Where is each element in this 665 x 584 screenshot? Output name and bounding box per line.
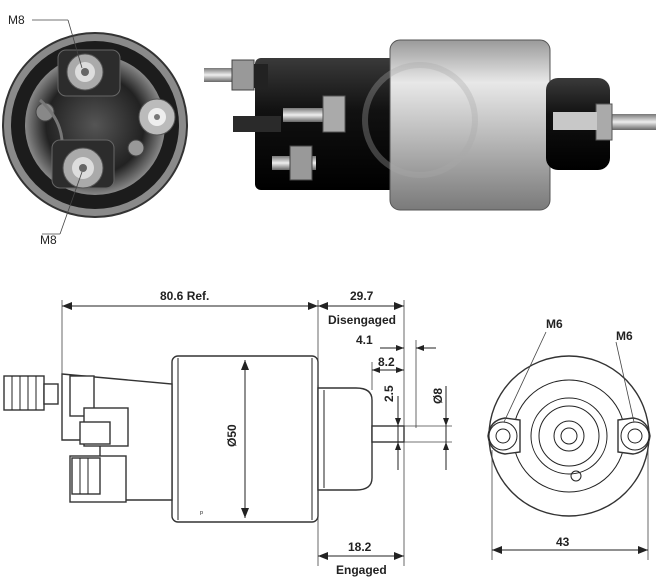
length-ref-label: 80.6 Ref.	[160, 289, 209, 303]
dim-thread-left: M6	[503, 317, 563, 423]
drawing-side-view: ᵖ	[3, 355, 405, 523]
thread-left-label: M6	[546, 317, 563, 331]
dim-8-2-label: 8.2	[378, 355, 395, 369]
drawing-end-view	[487, 355, 651, 517]
m8-bottom-label: M8	[40, 233, 57, 247]
m8-bottom-leader-diag	[59, 171, 83, 235]
thread-right-label: M6	[616, 329, 633, 343]
dim-body-diameter: Ø50	[225, 360, 249, 518]
dim-2-5-label: 2.5	[382, 385, 396, 402]
dim-4-1-label: 4.1	[356, 333, 373, 347]
dim-length-ref: 80.6 Ref.	[61, 289, 319, 385]
disengaged-value: 29.7	[350, 289, 374, 303]
dim-disengaged: 29.7 Disengaged	[318, 289, 405, 428]
body-diameter-label: Ø50	[225, 424, 239, 447]
dim-hole-spacing: 43	[491, 450, 649, 560]
dim-o8: Ø8	[404, 386, 452, 470]
m8-top-label: M8	[8, 13, 25, 27]
engaged-value: 18.2	[348, 540, 372, 554]
dim-thread-right: M6	[615, 329, 635, 423]
engaged-label: Engaged	[336, 563, 387, 577]
hole-spacing-label: 43	[556, 535, 570, 549]
dim-8-2: 8.2	[371, 355, 404, 390]
dim-4-1: 4.1	[356, 333, 436, 428]
m8-top-leader-diag	[67, 19, 83, 69]
photo-side-solenoid	[204, 39, 656, 211]
disengaged-label: Disengaged	[328, 313, 396, 327]
svg-text:ᵖ: ᵖ	[200, 509, 203, 518]
photo-end-cap	[2, 32, 188, 218]
dim-engaged: 18.2 Engaged	[317, 442, 405, 577]
dim-2-5: 2.5	[382, 385, 401, 470]
dim-o8-label: Ø8	[431, 388, 445, 404]
